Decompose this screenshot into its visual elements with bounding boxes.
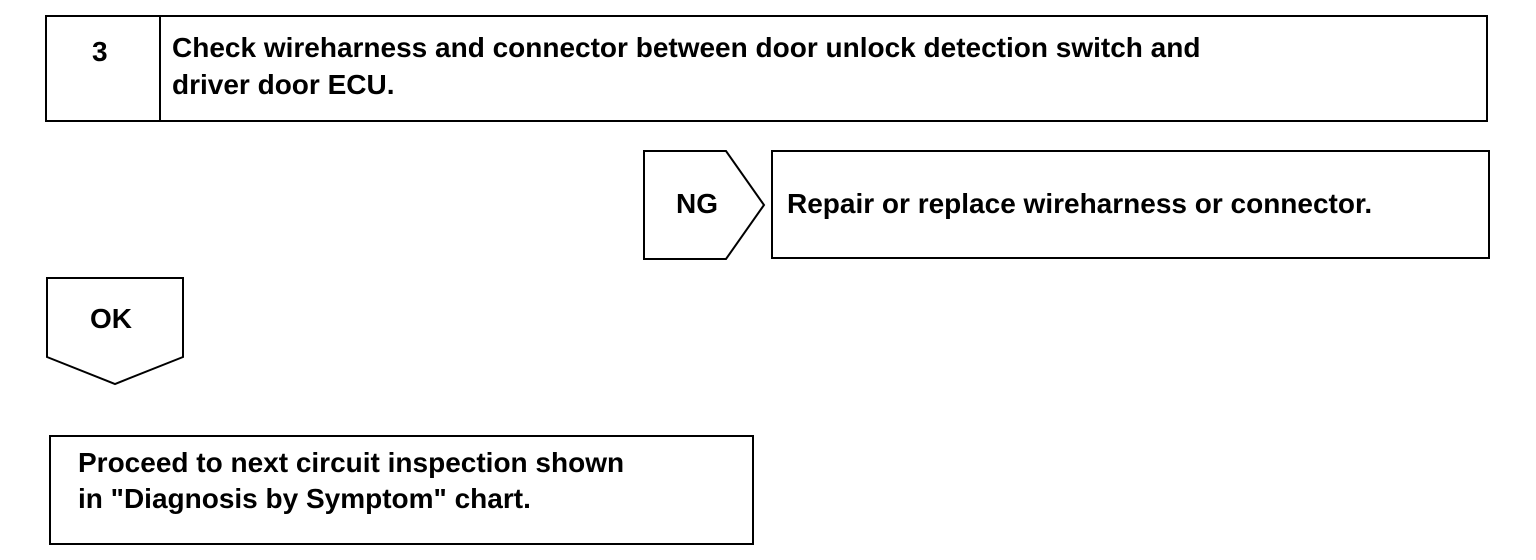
next-step-line-1: Proceed to next circuit inspection shown: [78, 447, 625, 478]
ok-arrow-shape: [46, 277, 184, 386]
step-title-line-1: Check wireharness and connector between …: [172, 32, 1201, 63]
step-number: 3: [92, 36, 108, 67]
next-step-line-2: in "Diagnosis by Symptom" chart.: [78, 483, 531, 514]
next-step-box: [49, 435, 754, 545]
ng-label: NG: [676, 188, 718, 219]
ng-action-text: Repair or replace wireharness or connect…: [787, 188, 1373, 219]
step-number-cell: [47, 17, 161, 120]
ng-arrow-shape: [643, 150, 766, 260]
ng-action-box: [771, 150, 1490, 259]
step-title-line-2: driver door ECU.: [172, 69, 395, 100]
step-header-box: [45, 15, 1488, 122]
ok-label: OK: [90, 303, 132, 334]
